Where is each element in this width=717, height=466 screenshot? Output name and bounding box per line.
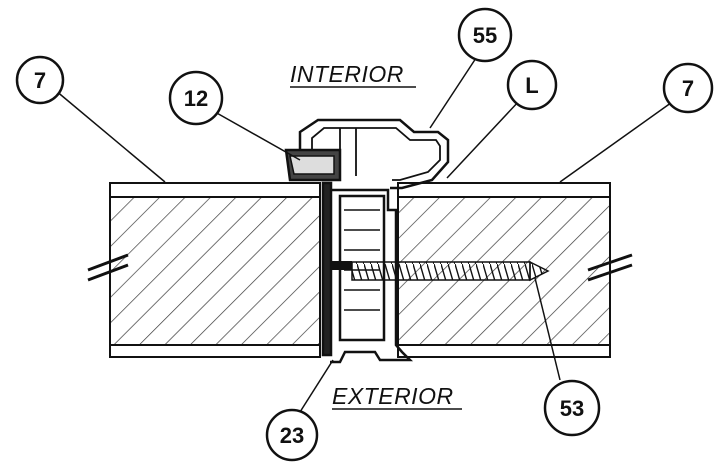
leader-lines — [54, 51, 676, 413]
callout-label-panel-left: 7 — [34, 68, 46, 93]
interior-label: INTERIOR — [290, 61, 404, 87]
callout-label-panel-right: 7 — [682, 76, 694, 101]
screw — [330, 260, 550, 282]
callout-label-base-profile: L — [525, 73, 538, 98]
callout-base-profile: L — [506, 59, 558, 111]
callout-screw: 53 — [543, 379, 601, 437]
callout-cap-profile: 55 — [457, 7, 513, 63]
break-mark-right — [587, 253, 633, 282]
callout-label-sealant: 23 — [280, 423, 304, 448]
callout-label-gasket: 12 — [184, 86, 208, 111]
exterior-label-group: EXTERIOR — [332, 383, 462, 410]
interior-label-group: INTERIOR — [290, 61, 416, 88]
left-panel — [109, 182, 321, 358]
callout-label-cap-profile: 55 — [473, 23, 497, 48]
callout-label-screw: 53 — [560, 396, 584, 421]
joint-profile — [284, 118, 450, 364]
callout-panel-right: 7 — [662, 62, 714, 114]
callout-gasket: 12 — [168, 70, 224, 126]
callout-sealant: 23 — [265, 408, 319, 462]
callout-panel-left: 7 — [15, 55, 65, 105]
exterior-label: EXTERIOR — [332, 383, 454, 409]
break-mark-left — [87, 253, 129, 282]
